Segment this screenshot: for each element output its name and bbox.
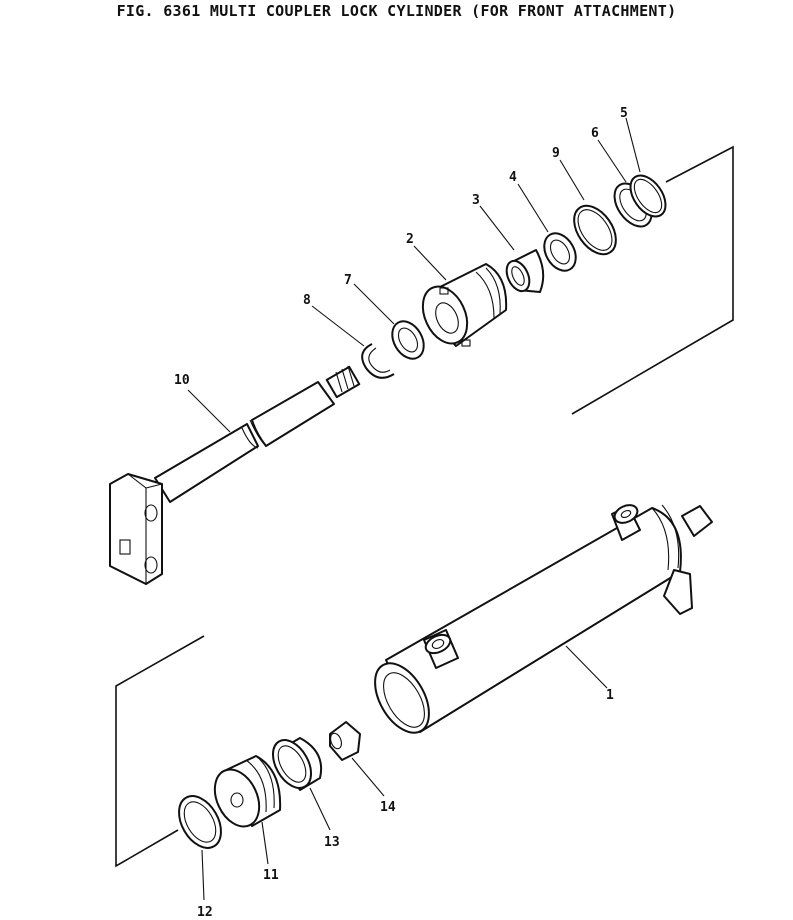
part-12-seal — [178, 795, 222, 849]
callout-6: 6 — [591, 126, 599, 141]
callout-2: 2 — [406, 232, 414, 247]
part-7-bushing — [391, 320, 425, 360]
leader-lines — [187, 117, 641, 901]
callout-10: 10 — [174, 373, 190, 388]
callout-11: 11 — [263, 868, 279, 883]
figure-title: FIG. 6361 MULTI COUPLER LOCK CYLINDER (F… — [116, 2, 677, 20]
callout-9: 9 — [552, 146, 560, 161]
part-13-wear-ring — [272, 737, 322, 791]
callout-14: 14 — [380, 800, 396, 815]
callout-4: 4 — [509, 170, 517, 185]
callout-1: 1 — [606, 688, 614, 703]
callout-13: 13 — [324, 835, 340, 850]
callout-5: 5 — [620, 106, 628, 121]
upper-bracket-lines — [571, 145, 734, 415]
part-1-cylinder-tube — [374, 504, 713, 734]
part-10-piston-rod — [109, 365, 361, 585]
callout-8: 8 — [303, 293, 311, 308]
callout-7: 7 — [344, 273, 352, 288]
callout-labels: 1 2 3 4 5 6 7 8 9 10 11 12 13 14 — [174, 106, 628, 920]
lower-bracket-lines — [115, 635, 205, 868]
part-2-cylinder-head — [421, 263, 508, 347]
part-5-o-ring — [629, 174, 667, 218]
part-11-piston — [213, 755, 282, 828]
part-8-snap-ring — [361, 343, 395, 379]
part-9-o-ring — [573, 204, 617, 256]
part-3-sleeve — [505, 249, 545, 293]
part-4-bushing — [543, 232, 577, 272]
callout-12: 12 — [197, 905, 213, 920]
part-14-nut — [329, 721, 361, 761]
callout-3: 3 — [472, 193, 480, 208]
